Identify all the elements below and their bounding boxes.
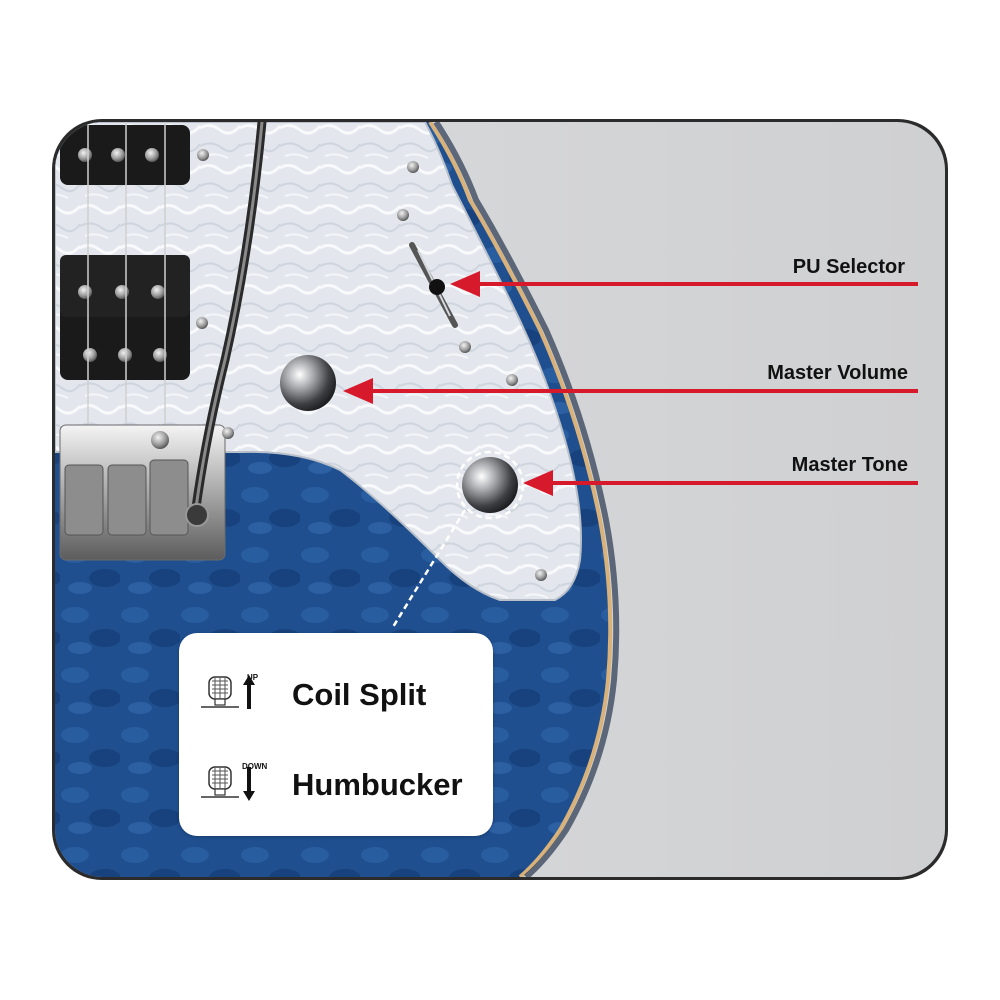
up-direction-label: UP	[247, 673, 259, 682]
master-tone-knob	[462, 457, 518, 513]
master-tone-label: Master Tone	[791, 454, 908, 476]
knob-up-icon	[201, 675, 255, 709]
down-direction-label: DOWN	[242, 762, 268, 771]
knob-function-legend: UP Coil Split DOWN Humbucker	[179, 633, 493, 836]
pu-selector-switch	[409, 242, 458, 328]
tone-knob-highlight	[455, 450, 525, 520]
master-volume-label: Master Volume	[767, 362, 908, 384]
pu-selector-label: PU Selector	[792, 256, 905, 278]
body-binding	[428, 122, 613, 877]
coil-split-label: Coil Split	[292, 677, 427, 712]
callout-arrows	[343, 271, 918, 496]
humbucker-label: Humbucker	[292, 767, 463, 802]
knob-down-icon	[201, 766, 255, 801]
master-volume-knob	[280, 355, 336, 411]
tone-leader-line	[391, 509, 467, 628]
